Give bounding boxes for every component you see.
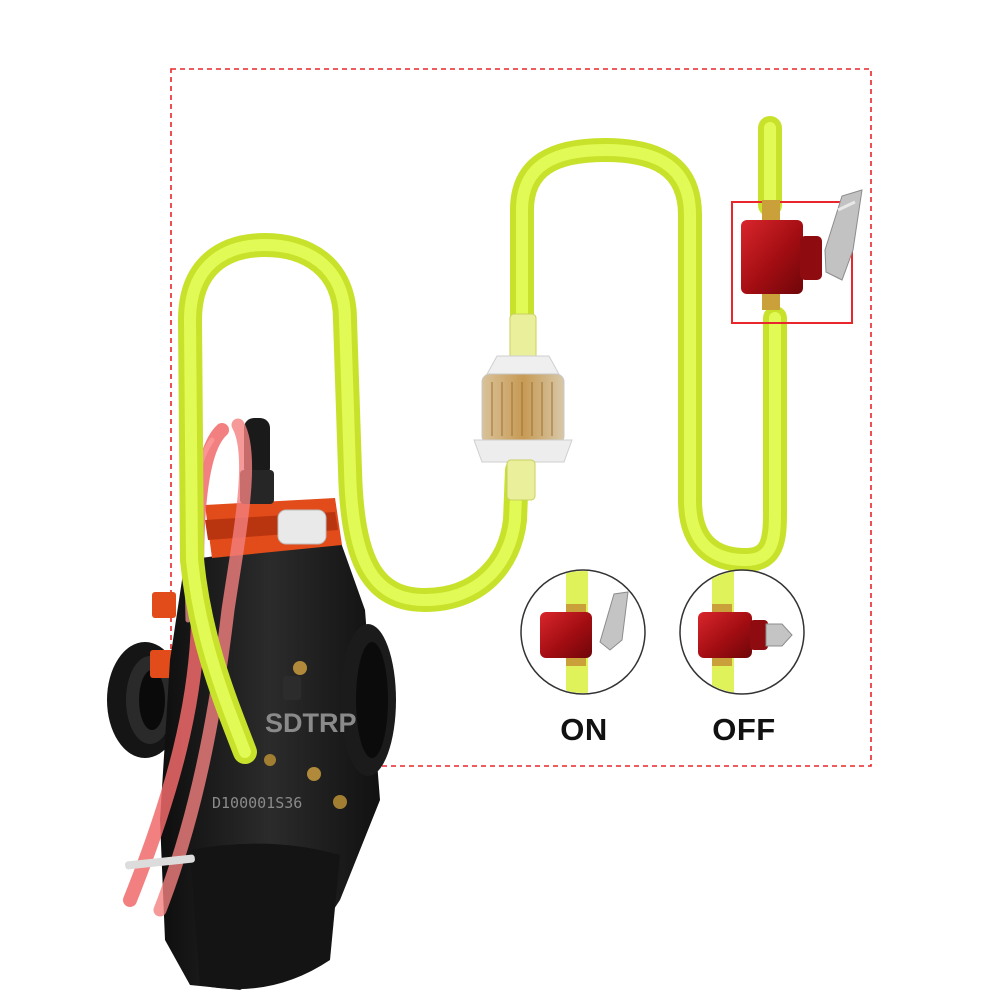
fuel-valve-off-icon [765, 623, 793, 647]
carburetor-brand-mark: SDTRP [265, 708, 357, 738]
valve-highlight-box [731, 201, 853, 324]
fuel-shutoff-valve [741, 189, 863, 310]
valve-off-label: OFF [712, 712, 776, 747]
fuel-line [178, 116, 787, 764]
valve-on-label: ON [560, 712, 608, 747]
valve-off-detail [679, 569, 805, 695]
dashed-callout-frame [170, 68, 872, 767]
fuel-valve-on-icon [599, 591, 629, 651]
valve-on-detail [520, 569, 646, 695]
inline-fuel-filter [473, 313, 573, 501]
carburetor-serial-number: D100001S36 [212, 794, 302, 812]
